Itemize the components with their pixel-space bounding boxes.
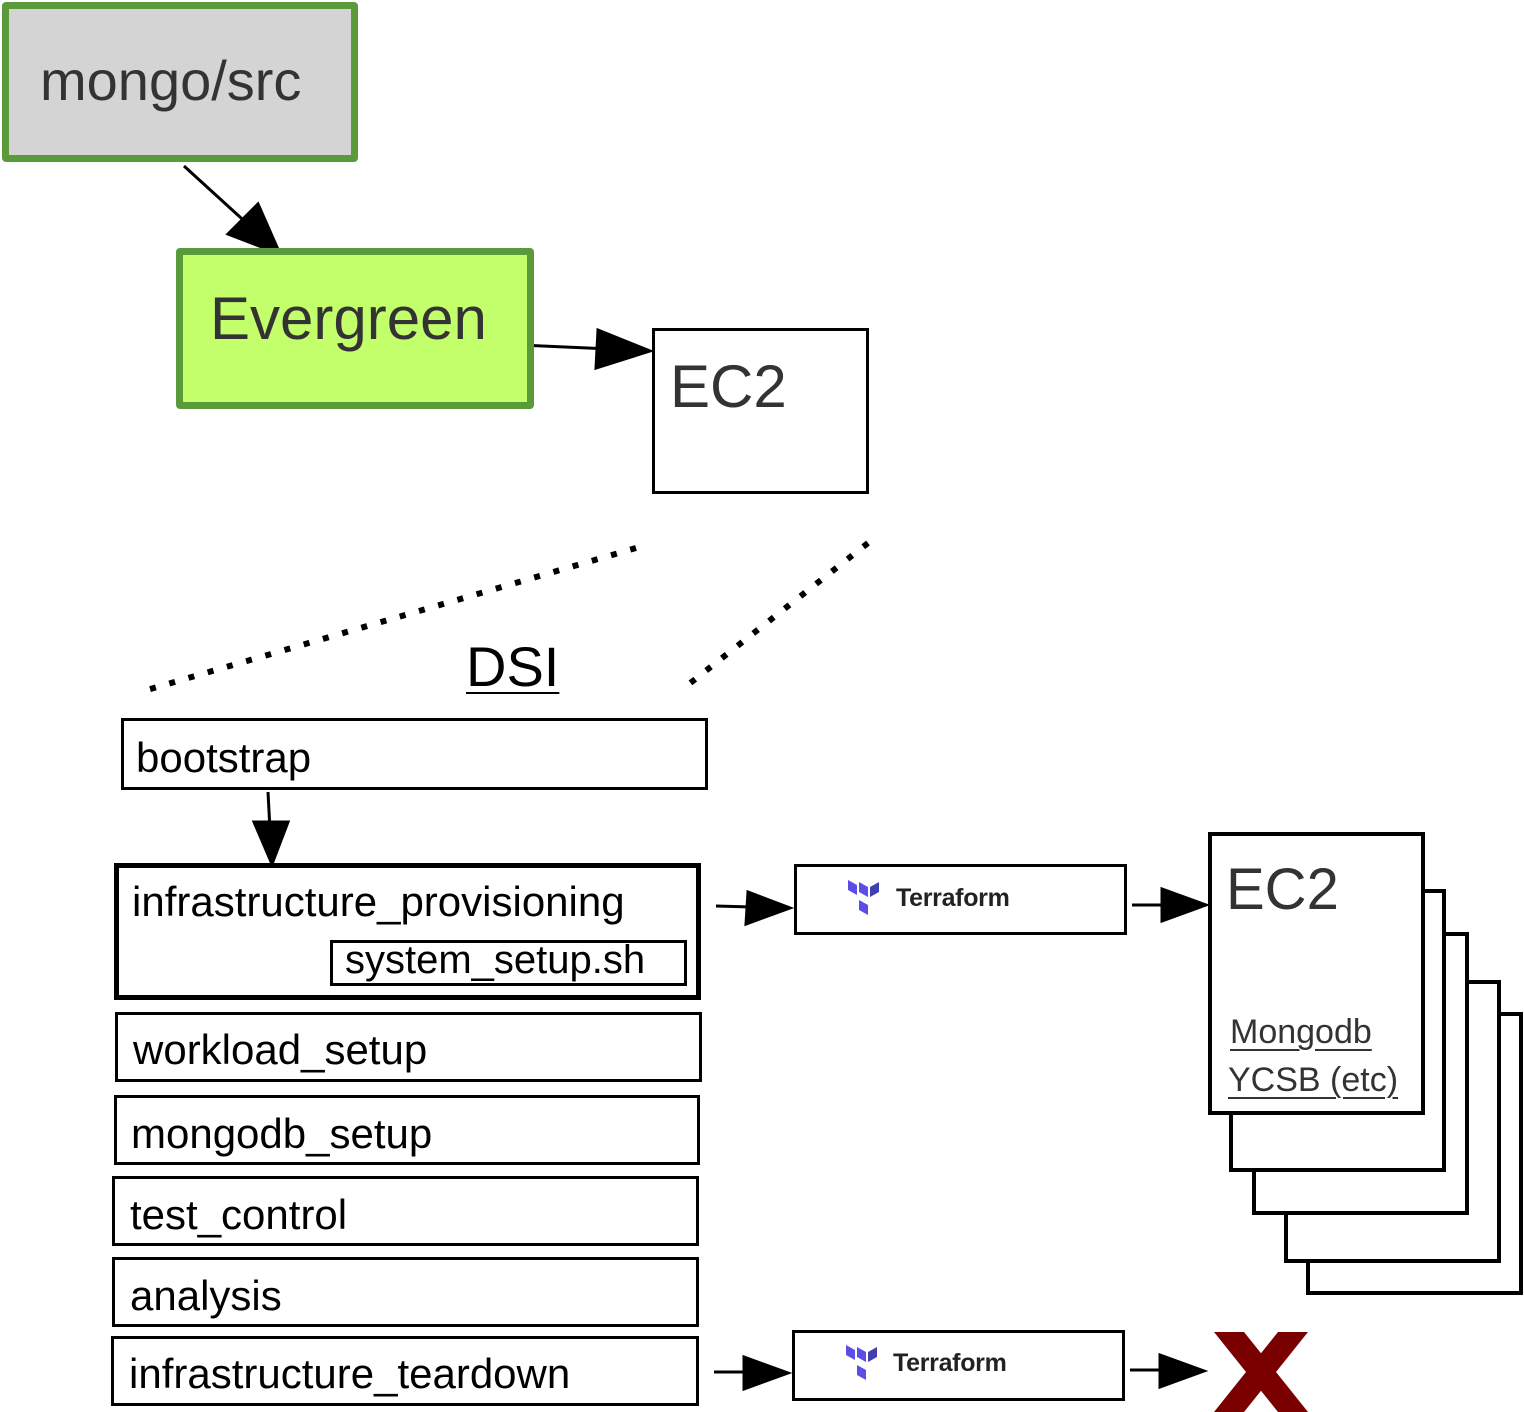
arrowhead-terraform-to-x <box>1158 1352 1209 1390</box>
system-setup-script <box>330 940 687 986</box>
mongo-src-node <box>2 2 358 162</box>
ec2-cluster-mongodb-label: Mongodb <box>1230 1013 1372 1051</box>
test-control-label: test_control <box>130 1191 348 1238</box>
ec2-cluster-ycsb-label: YCSB (etc) <box>1228 1061 1399 1099</box>
infrastructure-provisioning-label: infrastructure_provisioning <box>132 878 625 925</box>
teardown-x-icon <box>1214 1332 1308 1412</box>
analysis-step <box>112 1257 699 1327</box>
infrastructure-teardown-step <box>111 1336 699 1406</box>
terraform-provision-label: Terraform <box>896 884 1010 912</box>
arrowhead-teardown-to-terraform <box>742 1354 793 1392</box>
evergreen-node <box>176 248 534 409</box>
evergreen-label: Evergreen <box>210 285 487 352</box>
arrowhead-terraform-to-ec2-cluster <box>1160 886 1211 924</box>
ec2-node <box>652 328 869 494</box>
mongodb-setup-label: mongodb_setup <box>131 1110 433 1157</box>
test-control-step <box>112 1176 699 1246</box>
bootstrap-label: bootstrap <box>136 734 312 781</box>
terraform-teardown-label: Terraform <box>893 1349 1007 1377</box>
system-setup-label: system_setup.sh <box>345 938 646 982</box>
infrastructure-teardown-label: infrastructure_teardown <box>129 1350 571 1397</box>
terraform-logo-icon <box>848 880 879 915</box>
arrow-mongo-to-evergreen <box>182 164 254 230</box>
workload-setup-step <box>115 1012 702 1082</box>
ec2-cluster-card-front <box>1208 832 1425 1115</box>
arrowhead-mongo-to-evergreen <box>225 201 283 257</box>
dotted-zoom-right <box>682 540 870 691</box>
ec2-cluster-label: EC2 <box>1226 857 1339 922</box>
terraform-logo-icon <box>846 1345 877 1380</box>
workload-setup-label: workload_setup <box>133 1026 428 1073</box>
arrowhead-provisioning-to-terraform <box>744 889 795 927</box>
mongodb-setup-step <box>114 1095 700 1165</box>
terraform-teardown-box <box>792 1330 1125 1401</box>
bootstrap-step <box>121 718 708 790</box>
analysis-label: analysis <box>130 1272 282 1319</box>
arrowhead-bootstrap-to-provisioning <box>251 820 291 868</box>
arrowhead-evergreen-to-ec2 <box>594 327 655 371</box>
arrow-evergreen-to-ec2 <box>519 343 611 351</box>
dotted-zoom-left <box>139 545 637 695</box>
terraform-provision-box <box>794 864 1127 935</box>
dsi-title: DSI <box>466 635 560 698</box>
ec2-label: EC2 <box>670 353 787 420</box>
mongo-src-label: mongo/src <box>40 49 302 112</box>
